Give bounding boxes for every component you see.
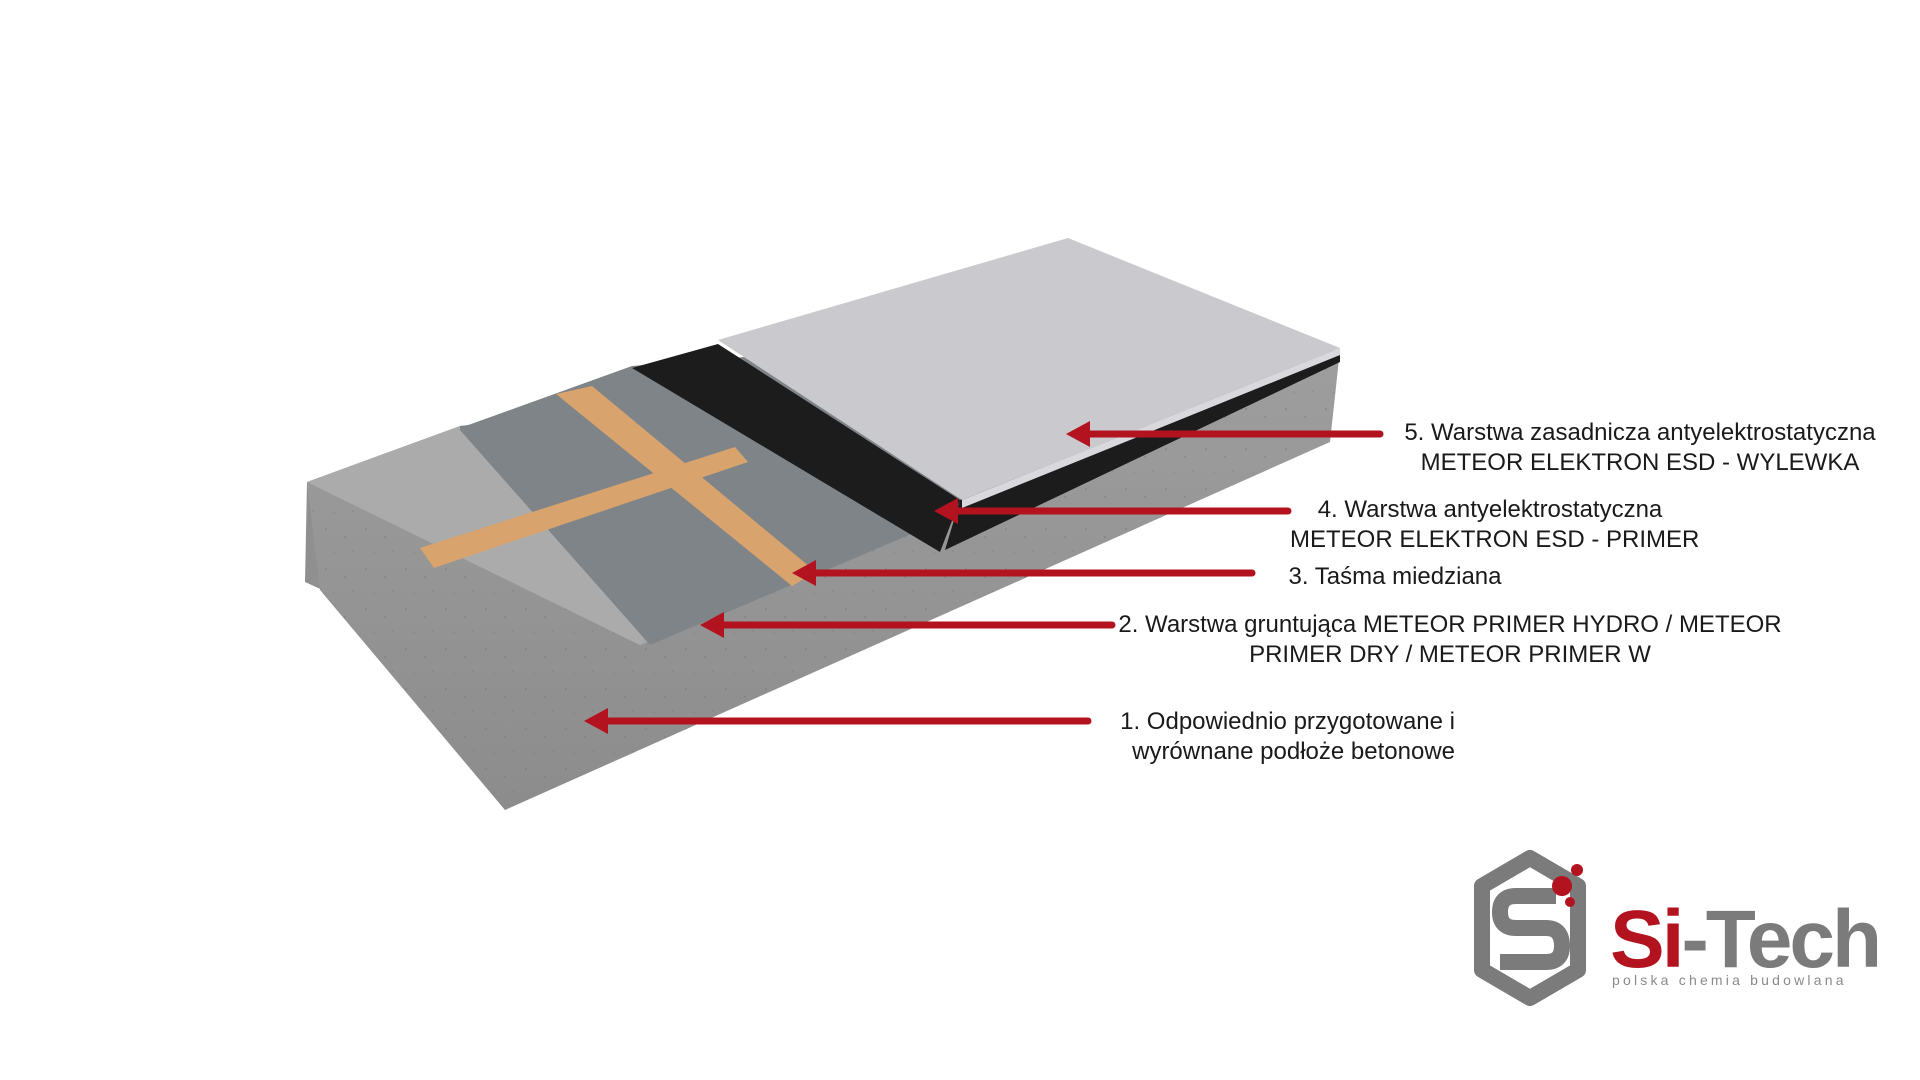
arrow-5 bbox=[1066, 421, 1384, 447]
brand-name: Si-Tech bbox=[1610, 894, 1882, 985]
arrow-2 bbox=[700, 612, 1116, 638]
layer-2-line-1: 2. Warstwa gruntująca METEOR PRIMER HYDR… bbox=[1118, 611, 1782, 638]
arrow-1 bbox=[584, 708, 1092, 734]
copper-tape bbox=[420, 386, 816, 586]
esd-primer-strip bbox=[632, 344, 960, 552]
layer-4-line-2: METEOR ELEKTRON ESD - PRIMER bbox=[1290, 526, 1700, 553]
brand-name-tech: -Tech bbox=[1681, 894, 1882, 985]
layer-5-line-1: 5. Warstwa zasadnicza antyelektrostatycz… bbox=[1404, 419, 1876, 446]
layer-label-5: 5. Warstwa zasadnicza antyelektrostatycz… bbox=[1380, 418, 1900, 478]
esd-topcoat-layer bbox=[718, 238, 1340, 500]
layer-1-line-1: 1. Odpowiednio przygotowane i bbox=[1120, 708, 1455, 735]
brand-name-si: Si bbox=[1610, 894, 1685, 985]
arrows bbox=[584, 421, 1384, 734]
layer-2-line-2: PRIMER DRY / METEOR PRIMER W bbox=[1249, 641, 1651, 668]
copper-tape-vertical bbox=[556, 386, 816, 586]
arrow-4 bbox=[934, 498, 1292, 524]
brand-tagline: polska chemia budowlana bbox=[1612, 972, 1847, 988]
logo-dot-small bbox=[1565, 897, 1575, 907]
esd-primer-edge bbox=[945, 352, 1340, 550]
copper-tape-horizontal bbox=[420, 447, 748, 568]
layer-3-line-1: 3. Taśma miedziana bbox=[1288, 563, 1502, 590]
layer-1-line-2: wyrównane podłoże betonowe bbox=[1132, 738, 1455, 765]
layer-label-2: 2. Warstwa gruntująca METEOR PRIMER HYDR… bbox=[1110, 610, 1790, 670]
arrow-3 bbox=[792, 560, 1256, 586]
layer-5-line-2: METEOR ELEKTRON ESD - WYLEWKA bbox=[1420, 449, 1860, 476]
layer-label-4: 4. Warstwa antyelektrostatyczna METEOR E… bbox=[1290, 495, 1700, 555]
layer-4-line-1: 4. Warstwa antyelektrostatyczna bbox=[1317, 496, 1663, 523]
si-tech-logo-icon bbox=[1474, 850, 1586, 1006]
logo-dot-medium bbox=[1571, 864, 1583, 876]
layer-label-1: 1. Odpowiednio przygotowane i wyrównane … bbox=[1095, 707, 1455, 767]
esd-topcoat-edge bbox=[962, 348, 1340, 508]
logo-dot-large bbox=[1552, 876, 1572, 896]
layer-label-3: 3. Taśma miedziana bbox=[1265, 562, 1525, 592]
